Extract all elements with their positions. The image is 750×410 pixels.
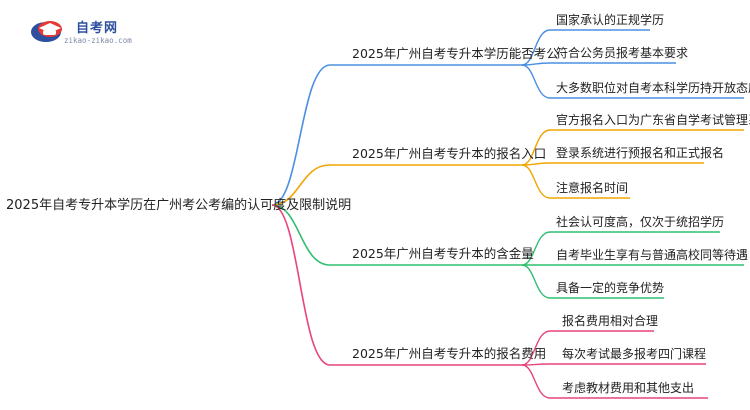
leaf-item: 国家承认的正规学历 [556, 13, 665, 27]
branch-registration-fee: 2025年广州自考专升本的报名费用 [352, 346, 547, 361]
leaf-item: 官方报名入口为广东省自学考试管理系统 [556, 113, 750, 127]
leaf-item: 具备一定的竞争优势 [556, 281, 665, 295]
logo-title: 自考网 [76, 21, 119, 36]
branch-value: 2025年广州自考专升本的含金量 [352, 246, 534, 261]
branch-registration-entry: 2025年广州自考专升本的报名入口 [352, 146, 547, 161]
leaf-item: 大多数职位对自考本科学历持开放态度 [556, 81, 750, 95]
leaf-item: 社会认可度高，仅次于统招学历 [556, 215, 725, 229]
leaf-item: 每次考试最多报考四门课程 [562, 347, 707, 361]
leaf-item: 注意报名时间 [556, 181, 629, 195]
logo-subtitle: zikao-zikao.com [64, 36, 132, 45]
logo: 自考网 zikao-zikao.com [30, 14, 150, 50]
leaf-item: 符合公务员报考基本要求 [556, 46, 689, 60]
root-topic: 2025年自考专升本学历在广州考公考编的认可度及限制说明 [6, 198, 352, 213]
leaf-item: 报名费用相对合理 [562, 314, 659, 328]
graduation-cap-icon [31, 21, 62, 42]
leaf-item: 自考毕业生享有与普通高校同等待遇 [556, 248, 749, 262]
leaf-item: 登录系统进行预报名和正式报名 [556, 146, 725, 160]
leaf-item: 考虑教材费用和其他支出 [562, 381, 695, 395]
branch-can-take-civil-exam: 2025年广州自考专升本学历能否考公 [352, 46, 559, 61]
